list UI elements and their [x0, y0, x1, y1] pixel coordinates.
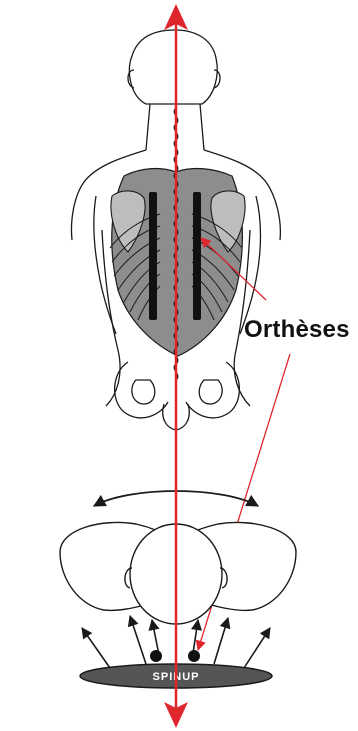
- contact-point-left: [150, 650, 162, 662]
- pelvis-ring-left: [132, 380, 155, 404]
- head-outline: [129, 30, 217, 104]
- contact-point-right: [188, 650, 200, 662]
- orthosis-left: [149, 192, 157, 320]
- orthosis-right: [193, 192, 201, 320]
- pelvis-ring-right: [199, 380, 222, 404]
- orthoses-callout-label: Orthèses: [244, 316, 350, 344]
- top-view-figure: [60, 522, 296, 624]
